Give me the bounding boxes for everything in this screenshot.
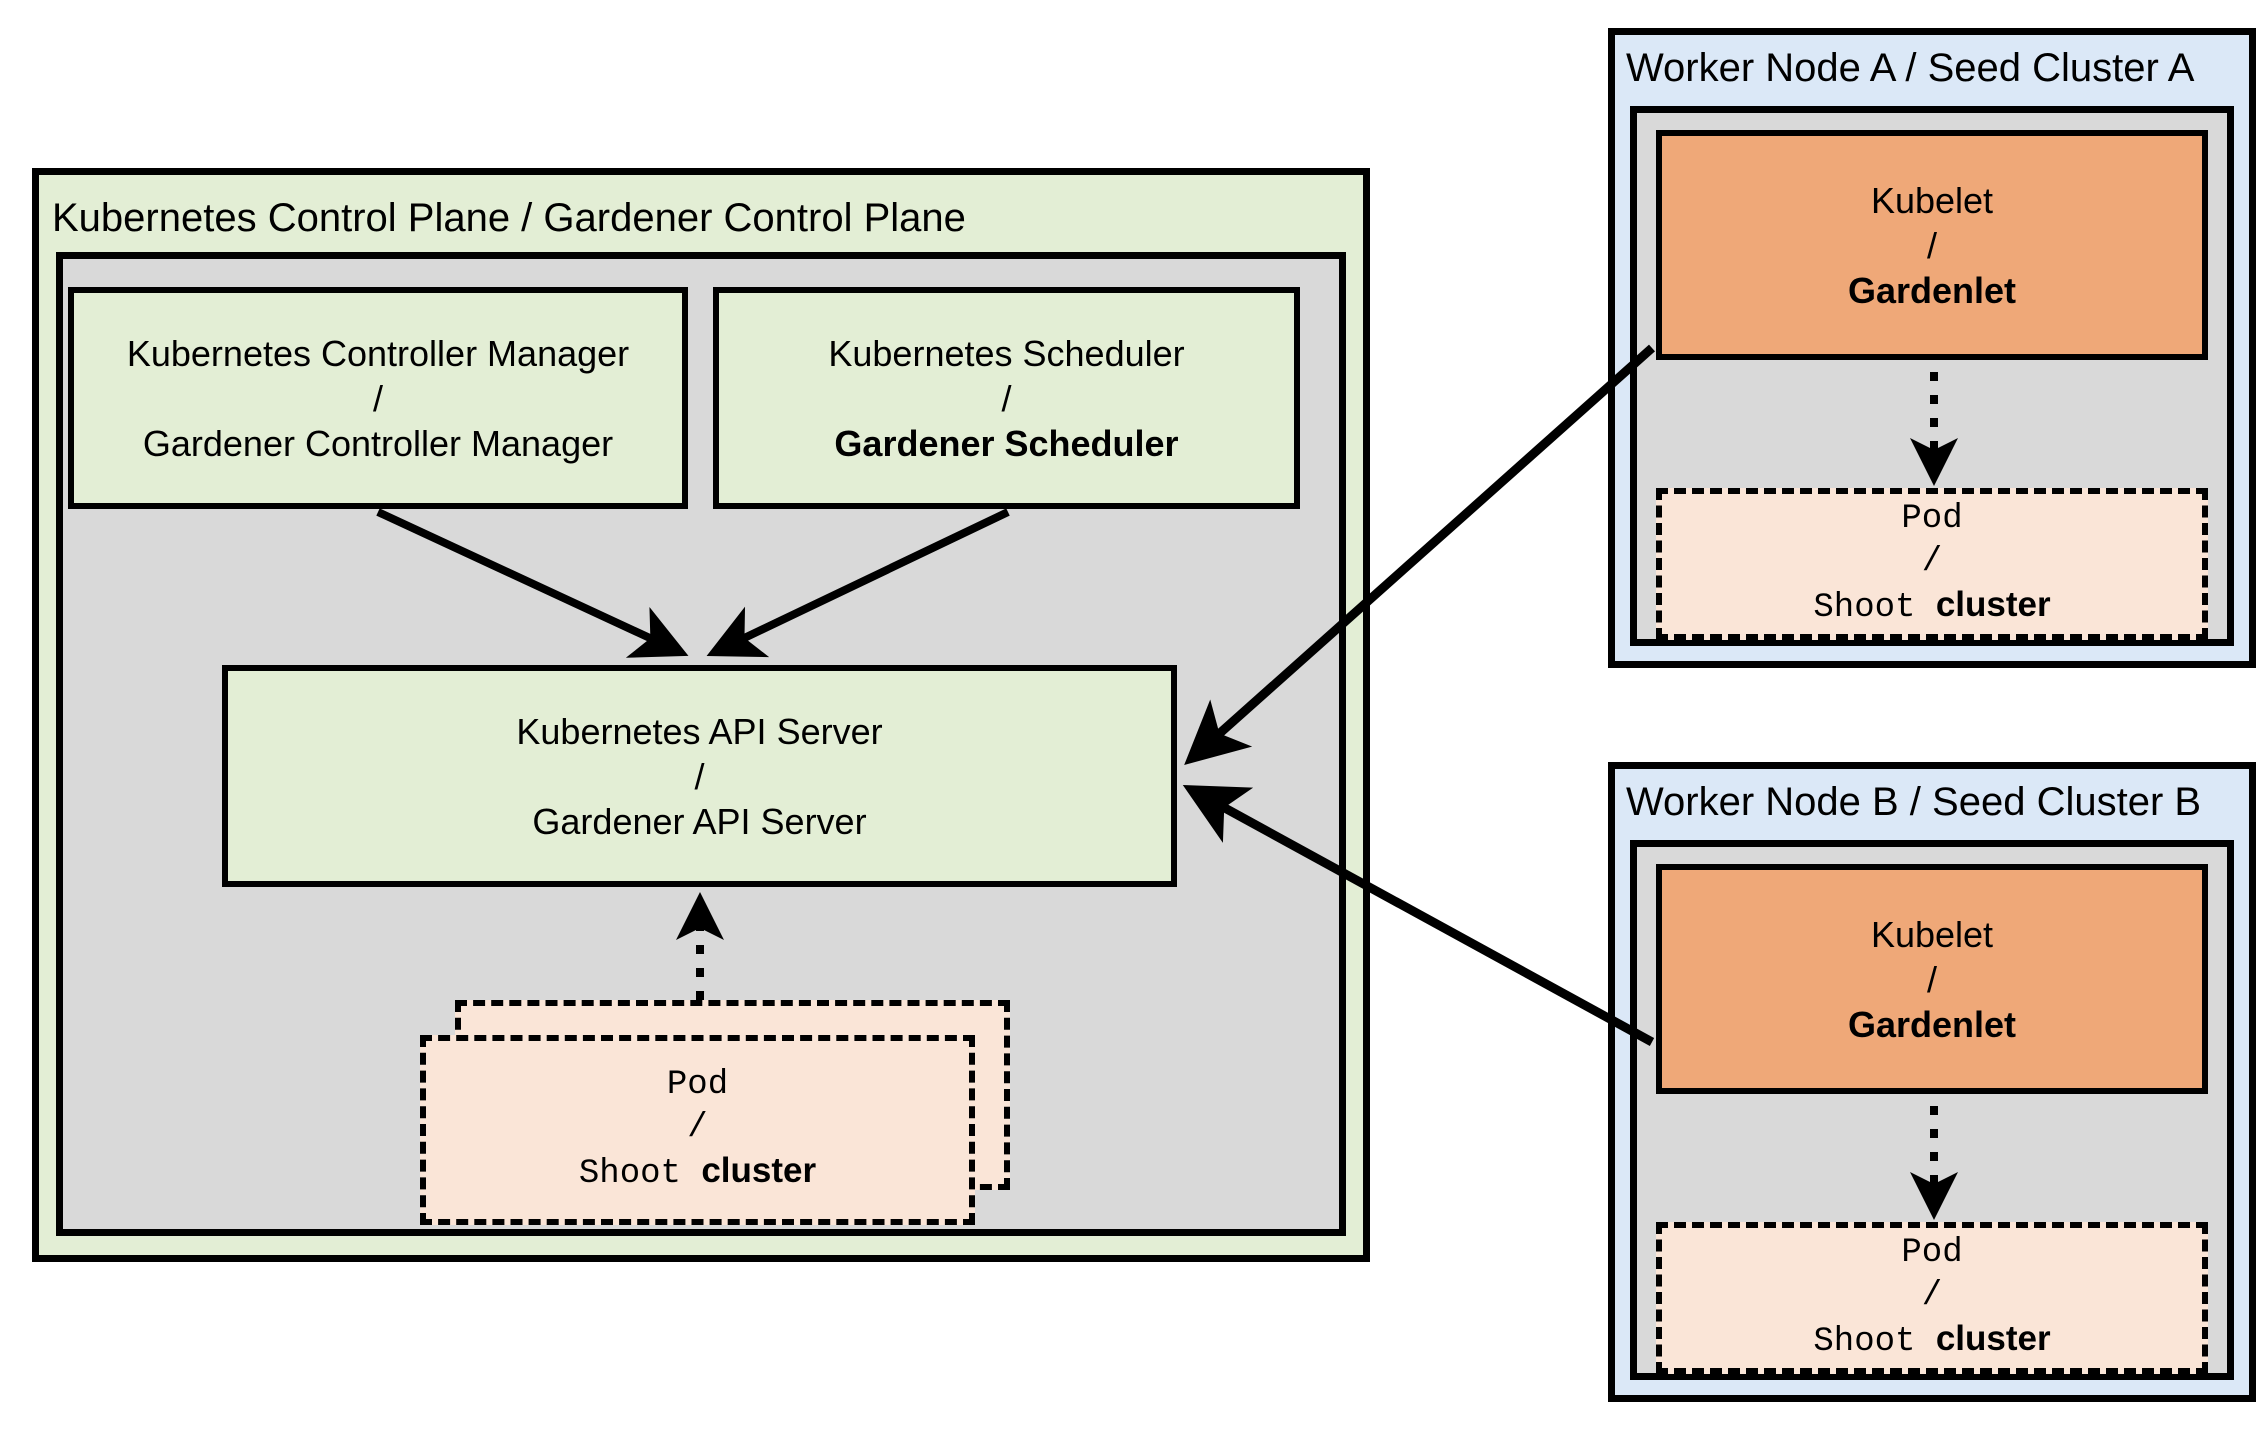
kubelet-b-separator: / — [1926, 958, 1937, 1000]
worker-node-b-title: Worker Node B / Seed Cluster B — [1626, 780, 2202, 824]
edge-controller-manager-to-api-server — [376, 508, 689, 658]
control-plane-title: Kubernetes Control Plane / Gardener Cont… — [52, 196, 966, 240]
api-server-line1: Kubernetes API Server — [516, 710, 883, 752]
kubelet-b-line1: Kubelet — [1870, 913, 1994, 955]
controller-manager-separator: / — [372, 377, 383, 419]
api-server-line2: Gardener API Server — [532, 800, 867, 842]
gardenlet-b-box[interactable]: Kubelet / Gardenlet — [1656, 864, 2208, 1094]
control-plane-pod-line2-mono: Shoot — [578, 1155, 702, 1194]
kubernetes-scheduler-box[interactable]: Kubernetes Scheduler / Gardener Schedule… — [713, 287, 1300, 509]
pod-a-line2-bold: cluster — [1935, 585, 2051, 625]
controller-manager-line2: Gardener Controller Manager — [142, 422, 614, 464]
pod-b-line2: Shoot cluster — [1813, 1317, 2050, 1364]
pod-b-line2-bold: cluster — [1935, 1319, 2051, 1359]
scheduler-line2: Gardener Scheduler — [834, 422, 1179, 464]
kubernetes-controller-manager-box[interactable]: Kubernetes Controller Manager / Gardener… — [68, 287, 688, 509]
pod-a-box[interactable]: Pod / Shoot cluster — [1656, 488, 2208, 640]
edge-gardenlet-a-to-api-server — [1184, 344, 1655, 765]
edge-scheduler-to-api-server — [706, 508, 1010, 658]
pod-a-line2: Shoot cluster — [1813, 583, 2050, 630]
kubernetes-api-server-box[interactable]: Kubernetes API Server / Gardener API Ser… — [222, 665, 1177, 887]
api-server-separator: / — [694, 755, 705, 797]
pod-a-separator: / — [1921, 542, 1943, 581]
worker-node-a-title: Worker Node A / Seed Cluster A — [1626, 46, 2195, 90]
kubelet-b-line2: Gardenlet — [1847, 1003, 2017, 1045]
control-plane-pod-line1: Pod — [666, 1066, 729, 1105]
control-plane-pod-separator: / — [687, 1108, 708, 1147]
control-plane-pod-box[interactable]: Pod / Shoot cluster — [420, 1035, 975, 1225]
edge-gardenlet-b-to-api-server — [1182, 784, 1655, 1046]
pod-b-line1: Pod — [1901, 1234, 1963, 1273]
controller-manager-line1: Kubernetes Controller Manager — [126, 332, 630, 374]
kubelet-a-separator: / — [1926, 224, 1937, 266]
control-plane-pod-line2: Shoot cluster — [579, 1149, 816, 1196]
pod-b-line2-mono: Shoot — [1813, 1323, 1936, 1362]
kubelet-a-line2: Gardenlet — [1847, 269, 2017, 311]
pod-a-line2-mono: Shoot — [1813, 589, 1936, 628]
gardenlet-a-box[interactable]: Kubelet / Gardenlet — [1656, 130, 2208, 360]
control-plane-pod-line2-bold: cluster — [701, 1151, 817, 1191]
pod-a-line1: Pod — [1901, 500, 1963, 539]
pod-b-box[interactable]: Pod / Shoot cluster — [1656, 1222, 2208, 1374]
pod-b-separator: / — [1921, 1276, 1943, 1315]
scheduler-separator: / — [1001, 377, 1012, 419]
kubelet-a-line1: Kubelet — [1870, 179, 1994, 221]
scheduler-line1: Kubernetes Scheduler — [828, 332, 1185, 374]
